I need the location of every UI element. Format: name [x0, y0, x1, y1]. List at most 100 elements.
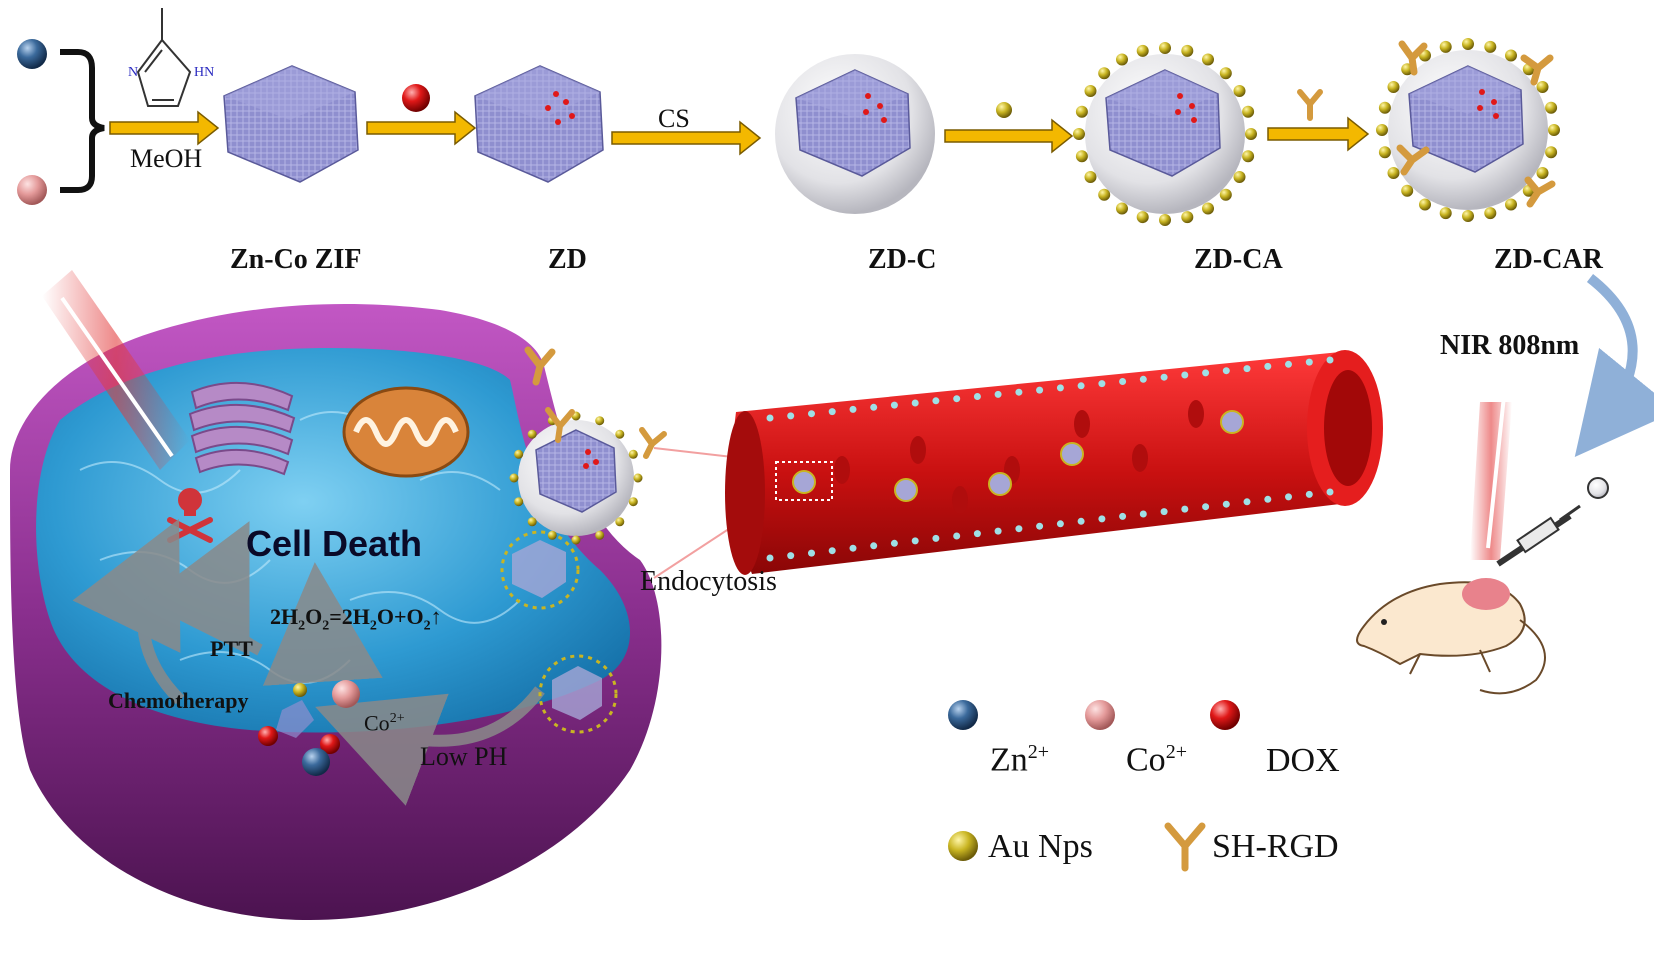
endothelial-cell [1139, 510, 1147, 518]
au-nanoparticle-dot [615, 429, 625, 439]
au-nanoparticle-dot [595, 530, 605, 540]
circulating-particle [894, 478, 918, 502]
au-nanoparticle-dot [514, 497, 524, 507]
au-nanoparticle-dot [1462, 210, 1474, 222]
au-nanoparticle-dot [1098, 188, 1111, 201]
au-nanoparticle-dot [1233, 171, 1246, 183]
zd-c-particle [775, 54, 935, 214]
endothelial-cell [766, 554, 774, 562]
circulating-particle [988, 472, 1012, 496]
au-nanoparticle-dot [1548, 124, 1560, 136]
au-nanoparticle-dot [1484, 40, 1497, 53]
endothelial-cell [1264, 362, 1272, 370]
nir-curve-arrow [1574, 274, 1654, 458]
au-reagent [996, 102, 1012, 118]
au-nanoparticle-dot [1075, 105, 1088, 118]
zd-car-particle [1376, 38, 1560, 222]
au-nanoparticle-dot [1159, 42, 1171, 54]
circulating-particle [792, 470, 816, 494]
legend-swatches [948, 700, 1240, 872]
au-nanoparticle-dot [1084, 85, 1097, 97]
au-nanoparticle-dot [514, 449, 524, 459]
endothelial-cell [849, 405, 857, 413]
endothelial-cell [890, 401, 898, 409]
legend-au-label: Au Nps [988, 828, 1093, 865]
legend-dox-swatch [1210, 700, 1240, 730]
endothelial-cell [1160, 508, 1168, 516]
synthesis-arrows [109, 110, 1370, 156]
au-nanoparticle-dot [628, 449, 638, 459]
legend-rgd-label: SH-RGD [1212, 828, 1339, 865]
arrow-1 [109, 110, 220, 146]
entering-particle [509, 407, 667, 545]
imidazole-hn-label: HN [194, 65, 215, 80]
endocytosis-label: Endocytosis [640, 566, 777, 597]
endothelial-cell [932, 534, 940, 542]
endothelial-cell [890, 539, 898, 547]
au-nanoparticle-dot [1378, 101, 1391, 114]
endothelial-cell [1160, 373, 1168, 381]
endothelial-cell [1326, 356, 1334, 364]
au-nanoparticle-dot [1219, 67, 1232, 80]
endothelial-cell [808, 410, 815, 418]
au-nanoparticle-dot [1233, 85, 1246, 97]
zd-crystal [474, 65, 604, 183]
red-blood-cell [952, 486, 968, 514]
endothelial-cell [1243, 498, 1251, 506]
au-nanoparticle-dot [1536, 81, 1549, 93]
au-nanoparticle-dot [1419, 198, 1431, 211]
nir-label: NIR 808nm [1440, 330, 1580, 361]
au-nanoparticle-dot [547, 530, 557, 540]
endothelial-cell [1222, 500, 1230, 508]
arrow-5 [1267, 116, 1370, 152]
syringe-icon [1496, 477, 1609, 567]
endothelial-cell [1119, 378, 1127, 385]
degrading-particle [258, 680, 360, 776]
co-ion-label: Co2+ [364, 710, 405, 736]
au-nanoparticle-dot [1545, 146, 1558, 159]
au-nanoparticle-dot [628, 497, 638, 507]
au-nanoparticle-dot [1242, 150, 1255, 163]
endothelial-cell [1119, 512, 1127, 520]
au-nanoparticle-dot [1387, 167, 1400, 179]
au-nanoparticle-dot [509, 473, 519, 483]
endothelial-cell [911, 399, 919, 407]
au-nanoparticle-dot [1075, 150, 1088, 163]
circulating-particle [1220, 410, 1244, 434]
red-blood-cell [1188, 400, 1204, 428]
endothelial-cell [1056, 384, 1064, 392]
stage-label-zd-c: ZD-C [868, 244, 937, 275]
stage-label-zd-ca: ZD-CA [1194, 244, 1283, 275]
zoom-box [775, 461, 833, 501]
rgd-reagent [1297, 89, 1323, 121]
endothelial-cell [1139, 375, 1147, 383]
reaction-equation: 2H2O2=2H2O+O2↑ [270, 604, 442, 634]
endothelial-cell [1056, 520, 1064, 528]
au-nanoparticle-dot [1159, 214, 1171, 226]
endothelial-cell [1305, 490, 1313, 498]
golgi-apparatus [188, 381, 296, 476]
au-nanoparticle-dot [1219, 188, 1232, 201]
au-nanoparticle-dot [1116, 202, 1128, 215]
dox-reagent [402, 84, 430, 112]
au-nanoparticle-dot [1439, 207, 1452, 220]
au-nanoparticle-dot [1505, 49, 1517, 62]
endothelial-cell [1305, 358, 1313, 366]
mitochondrion [342, 386, 470, 478]
legend-zn-label: Zn2+ [990, 741, 1050, 779]
au-nanoparticle-dot [633, 473, 643, 483]
legend-dox-label: DOX [1266, 742, 1340, 779]
au-nanoparticle-dot [1073, 128, 1085, 140]
endothelial-cell [1077, 382, 1085, 390]
endothelial-cell [1098, 515, 1106, 523]
endothelial-cell [1264, 495, 1272, 503]
endothelial-cell [1285, 360, 1292, 368]
au-nanoparticle-dot [1505, 198, 1517, 211]
laser-mouse [1470, 395, 1512, 560]
endothelial-cell [1098, 380, 1106, 388]
meoh-label: MeOH [130, 144, 203, 173]
au-nanoparticle-dot [1536, 167, 1549, 179]
endothelial-cell [994, 527, 1002, 535]
membrane-rgd [524, 346, 556, 386]
